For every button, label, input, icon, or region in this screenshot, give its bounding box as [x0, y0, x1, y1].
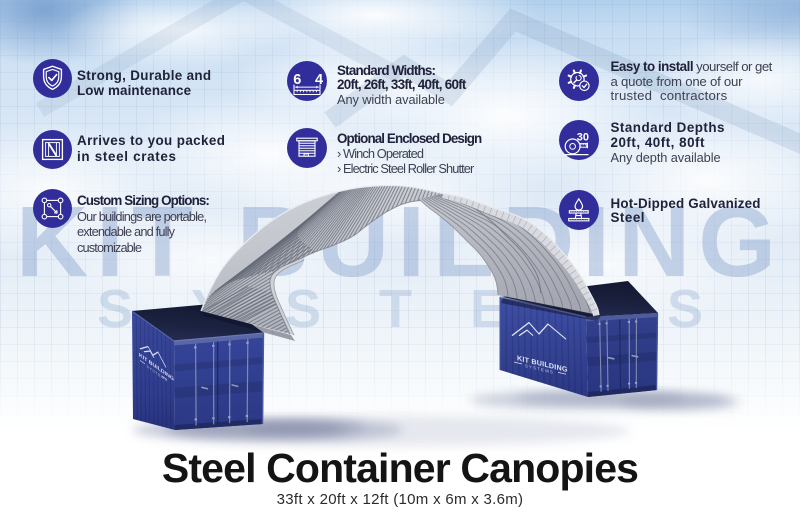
svg-text:30: 30	[576, 131, 588, 143]
svg-text:4: 4	[315, 72, 323, 88]
svg-text:6: 6	[293, 72, 301, 88]
svg-text:SYSTEMS: SYSTEMS	[525, 363, 554, 375]
